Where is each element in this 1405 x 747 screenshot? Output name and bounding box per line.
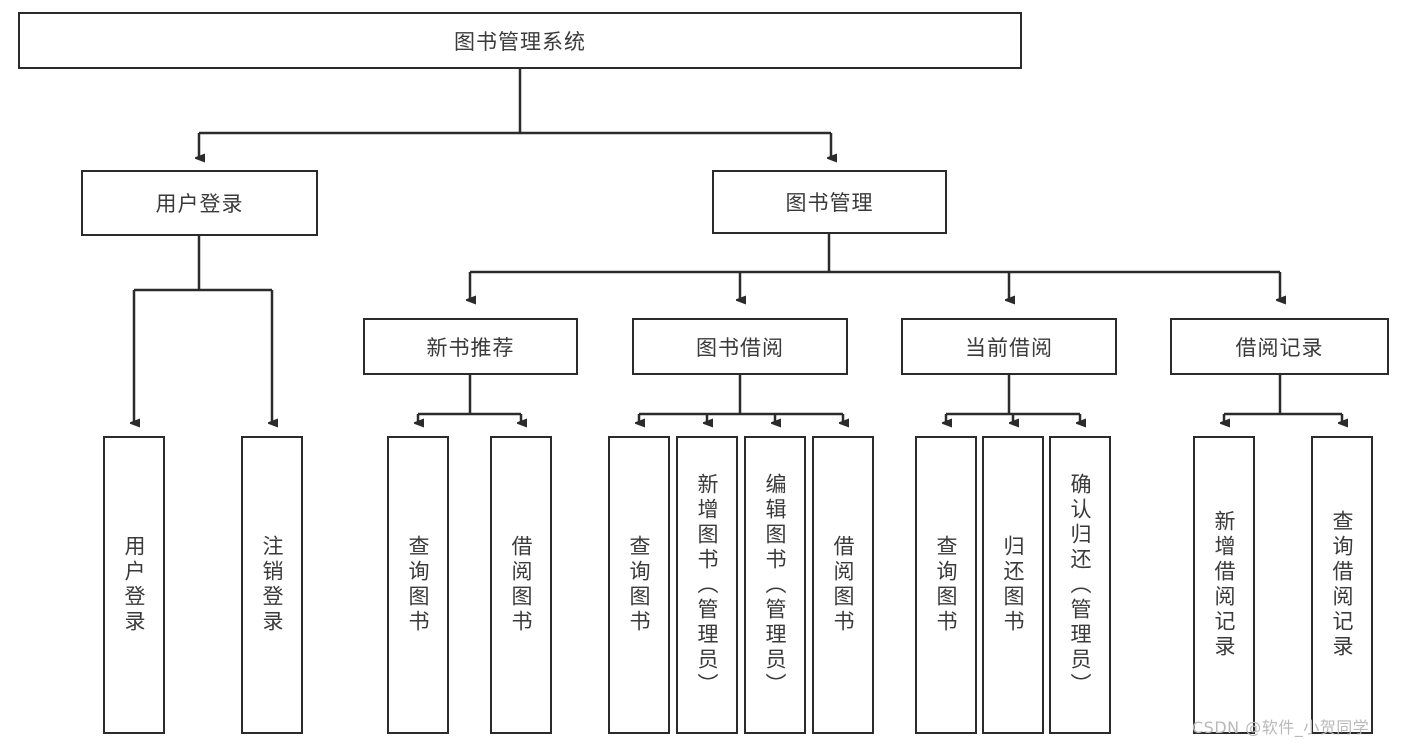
leaf-book-borrow-2[interactable]: 新增图书（管理员） [676,436,738,734]
node-book-manage[interactable]: 图书管理 [712,170,947,234]
leaf-borrow-record-2-label: 查询借阅记录 [1330,510,1355,660]
leaf-new-book-1-label: 查询图书 [406,535,431,635]
leaf-current-borrow-1-label: 查询图书 [934,535,959,635]
leaf-book-borrow-2-label: 新增图书（管理员） [695,472,720,698]
leaf-current-borrow-2-label: 归还图书 [1001,535,1026,635]
node-current-borrow[interactable]: 当前借阅 [901,318,1117,375]
leaf-new-book-2[interactable]: 借阅图书 [490,436,552,734]
leaf-current-borrow-1[interactable]: 查询图书 [915,436,977,734]
leaf-user-login-2[interactable]: 注销登录 [241,436,303,734]
node-user-login[interactable]: 用户登录 [81,170,318,236]
node-current-borrow-label: 当前借阅 [965,335,1053,360]
leaf-user-login-1[interactable]: 用户登录 [103,436,165,734]
leaf-current-borrow-3-label: 确认归还（管理员） [1068,472,1093,698]
leaf-user-login-2-label: 注销登录 [260,535,285,635]
leaf-book-borrow-3-label: 编辑图书（管理员） [763,472,788,698]
node-user-login-label: 用户登录 [155,192,244,216]
csdn-watermark: CSDN @软件_小贺同学 [1192,718,1370,737]
node-new-book-recommend[interactable]: 新书推荐 [363,318,578,375]
node-new-book-recommend-label: 新书推荐 [426,335,515,360]
leaf-book-borrow-1-label: 查询图书 [627,535,652,635]
node-book-manage-label: 图书管理 [785,191,874,215]
leaf-borrow-record-1[interactable]: 新增借阅记录 [1193,436,1255,734]
leaf-book-borrow-3[interactable]: 编辑图书（管理员） [744,436,806,734]
leaf-current-borrow-2[interactable]: 归还图书 [982,436,1044,734]
node-borrow-record-label: 借阅记录 [1235,335,1324,360]
node-book-borrow-label: 图书借阅 [696,335,784,360]
leaf-borrow-record-1-label: 新增借阅记录 [1212,510,1237,660]
node-root-label: 图书管理系统 [454,29,586,54]
leaf-book-borrow-4[interactable]: 借阅图书 [812,436,874,734]
leaf-new-book-1[interactable]: 查询图书 [387,436,449,734]
leaf-user-login-1-label: 用户登录 [122,535,147,635]
node-book-borrow[interactable]: 图书借阅 [632,318,848,375]
leaf-book-borrow-1[interactable]: 查询图书 [608,436,670,734]
node-borrow-record[interactable]: 借阅记录 [1170,318,1389,375]
leaf-current-borrow-3[interactable]: 确认归还（管理员） [1049,436,1111,734]
node-root[interactable]: 图书管理系统 [18,12,1022,69]
leaf-book-borrow-4-label: 借阅图书 [831,535,856,635]
leaf-borrow-record-2[interactable]: 查询借阅记录 [1311,436,1373,734]
leaf-new-book-2-label: 借阅图书 [509,535,534,635]
